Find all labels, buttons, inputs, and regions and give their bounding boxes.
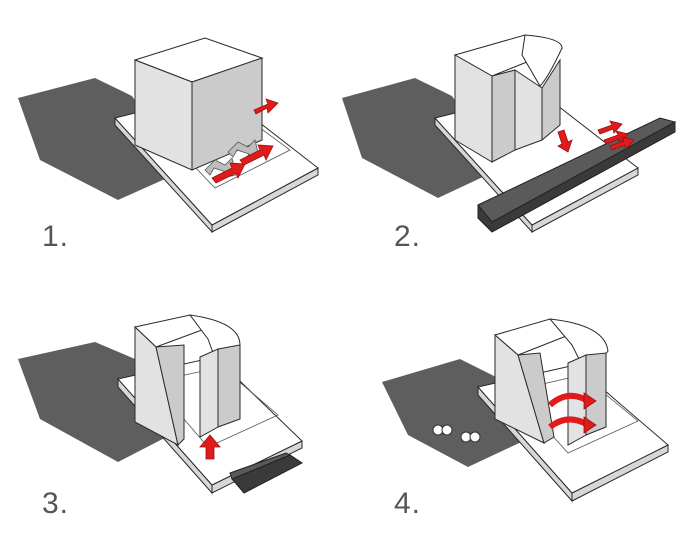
step-number: 4. — [394, 487, 422, 520]
wheel-icon-1 — [432, 424, 453, 436]
block-side — [155, 344, 185, 446]
curved-cutout — [521, 34, 563, 87]
push-arrow-1 — [211, 162, 246, 184]
block-side — [491, 69, 516, 163]
wheel-icon-2 — [460, 431, 481, 443]
step-number: 3. — [42, 487, 70, 520]
push-arrow-3 — [253, 98, 279, 115]
block-side-right — [217, 344, 241, 428]
step-panel-4: 4. — [350, 267, 700, 534]
rotate-arrowhead-1 — [583, 392, 597, 410]
block-side — [191, 57, 263, 171]
step-number: 2. — [394, 220, 422, 253]
push-arrow-2 — [239, 144, 274, 166]
floor-outline — [151, 366, 279, 448]
inset-wall — [199, 348, 219, 438]
block-side — [517, 352, 555, 444]
cast-shadow — [342, 78, 502, 198]
step-panel-1: 1. — [0, 0, 350, 267]
block-side-right — [585, 352, 607, 436]
step-panel-2: 2. — [342, 0, 700, 267]
step-number: 1. — [42, 220, 70, 253]
block-side-right — [541, 58, 561, 142]
slide-arrow-down — [557, 129, 573, 153]
step-3-illustration — [18, 314, 303, 495]
door-slab-top — [229, 452, 292, 480]
cast-shadow — [18, 78, 185, 200]
slide-arrow-3 — [609, 136, 635, 151]
step-panel-3: 3. — [0, 267, 350, 534]
step-1-illustration — [18, 37, 319, 234]
insert-arrow — [199, 434, 221, 460]
step-2-illustration — [342, 34, 677, 234]
step-4-illustration — [382, 318, 669, 503]
rotate-arrowhead-2 — [583, 416, 597, 434]
